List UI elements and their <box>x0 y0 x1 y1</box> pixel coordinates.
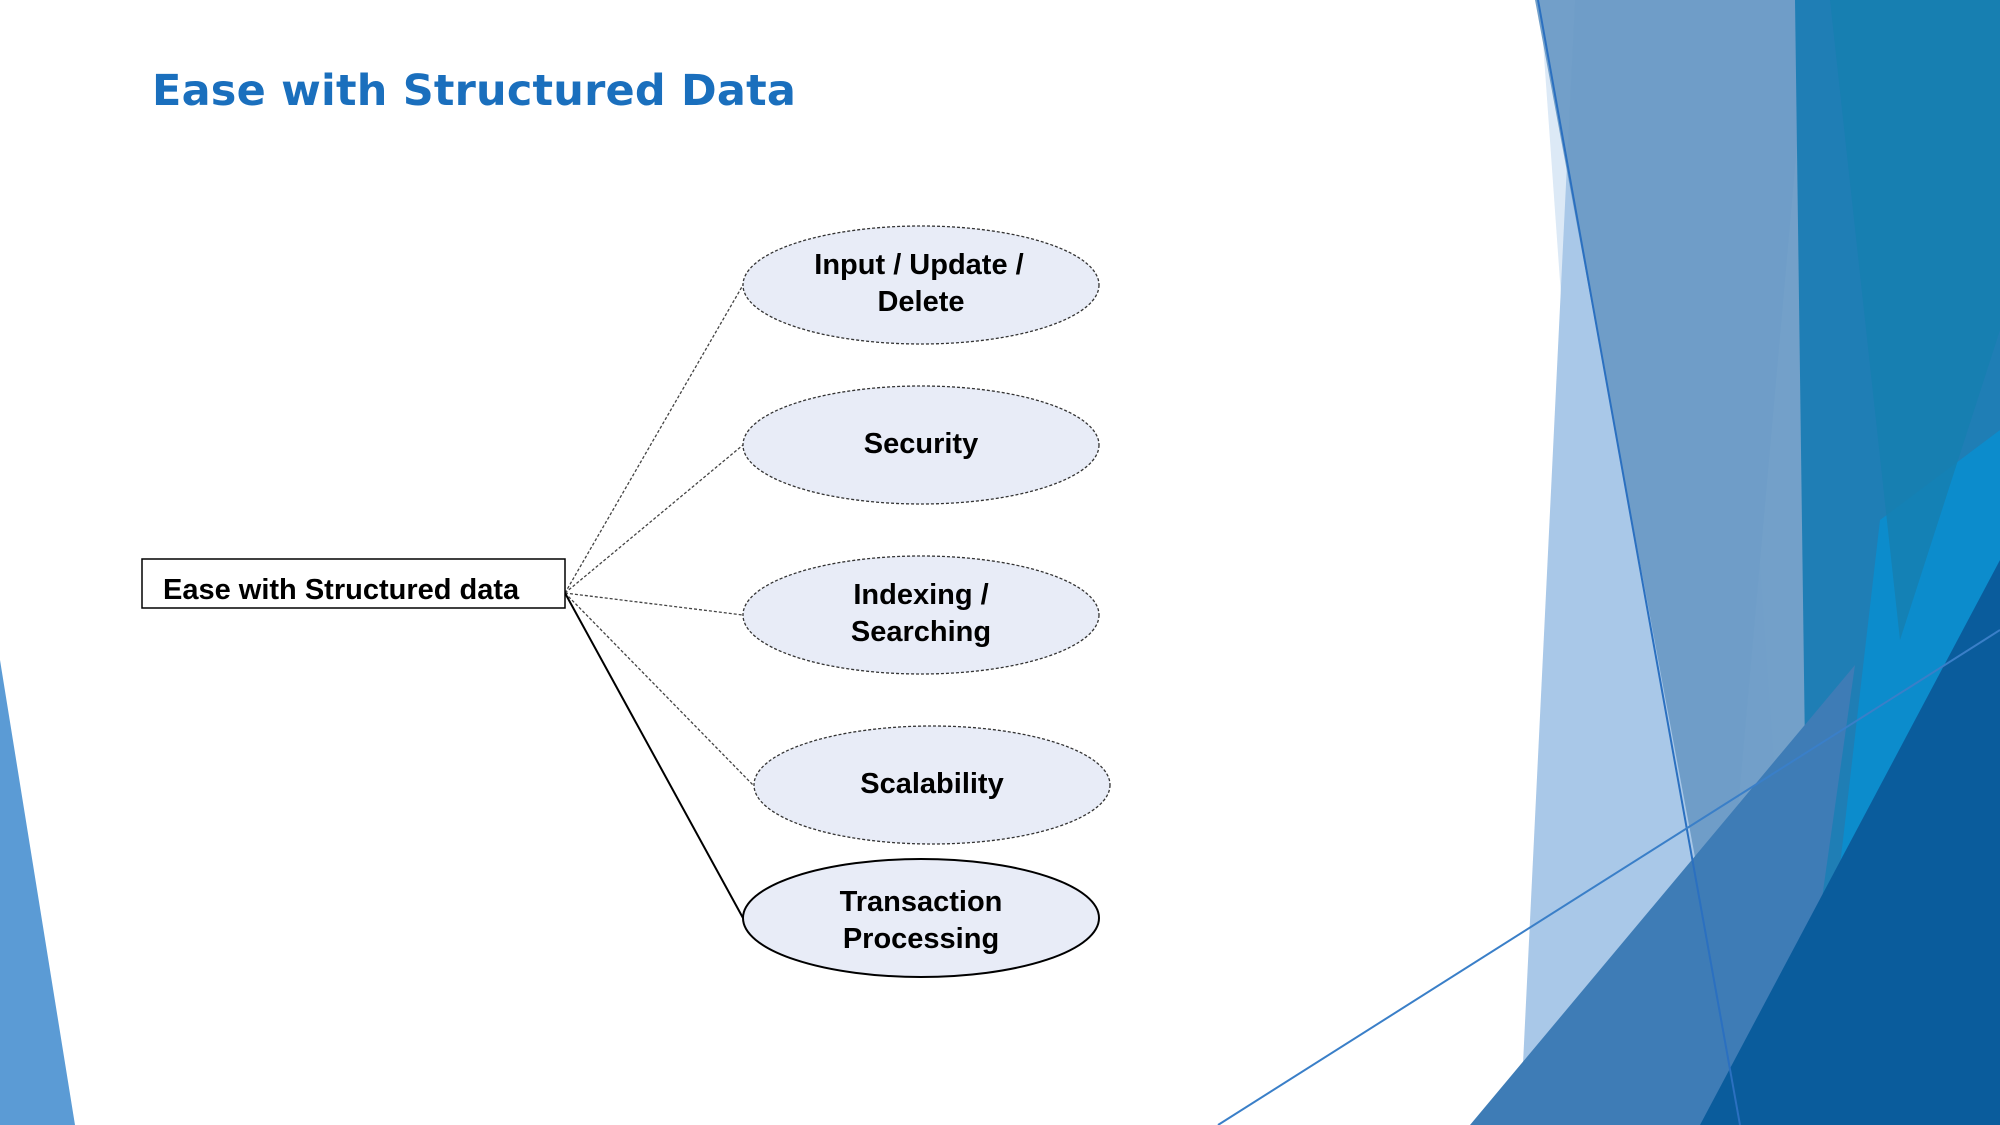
connector-transaction-processing <box>564 592 744 919</box>
connector-indexing-searching <box>564 592 744 616</box>
slide-title: Ease with Structured Data <box>152 66 797 116</box>
connector-security <box>564 444 744 594</box>
right-shard-bottom <box>1700 560 2000 1125</box>
thin-line-cross <box>1217 629 2000 1125</box>
connector-input-update-delete <box>564 284 744 594</box>
node-label-line: Delete <box>877 286 964 318</box>
root-node: Ease with Structured data <box>141 558 566 609</box>
root-node-label: Ease with Structured data <box>163 574 520 606</box>
node-input-update-delete: Input / Update / Delete <box>742 225 1100 345</box>
node-label-line: Input / Update / <box>814 249 1023 281</box>
right-shard-lower <box>1470 665 1855 1125</box>
node-label-line: Security <box>864 428 978 460</box>
node-indexing-searching: Indexing / Searching <box>742 555 1100 675</box>
node-label-line: Indexing / <box>853 579 988 611</box>
node-label-line: Transaction <box>840 886 1003 918</box>
node-security: Security <box>742 385 1100 505</box>
node-label-line: Processing <box>843 923 999 955</box>
node-label-line: Searching <box>851 616 991 648</box>
node-transaction-processing: Transaction Processing <box>742 858 1100 978</box>
node-scalability: Scalability <box>753 725 1111 845</box>
left-shard <box>0 660 75 1125</box>
node-label-line: Scalability <box>860 768 1003 800</box>
connector-scalability <box>564 592 754 786</box>
thin-line-diagonal <box>1537 0 1741 1125</box>
right-shard-teal-top <box>1830 0 2000 640</box>
